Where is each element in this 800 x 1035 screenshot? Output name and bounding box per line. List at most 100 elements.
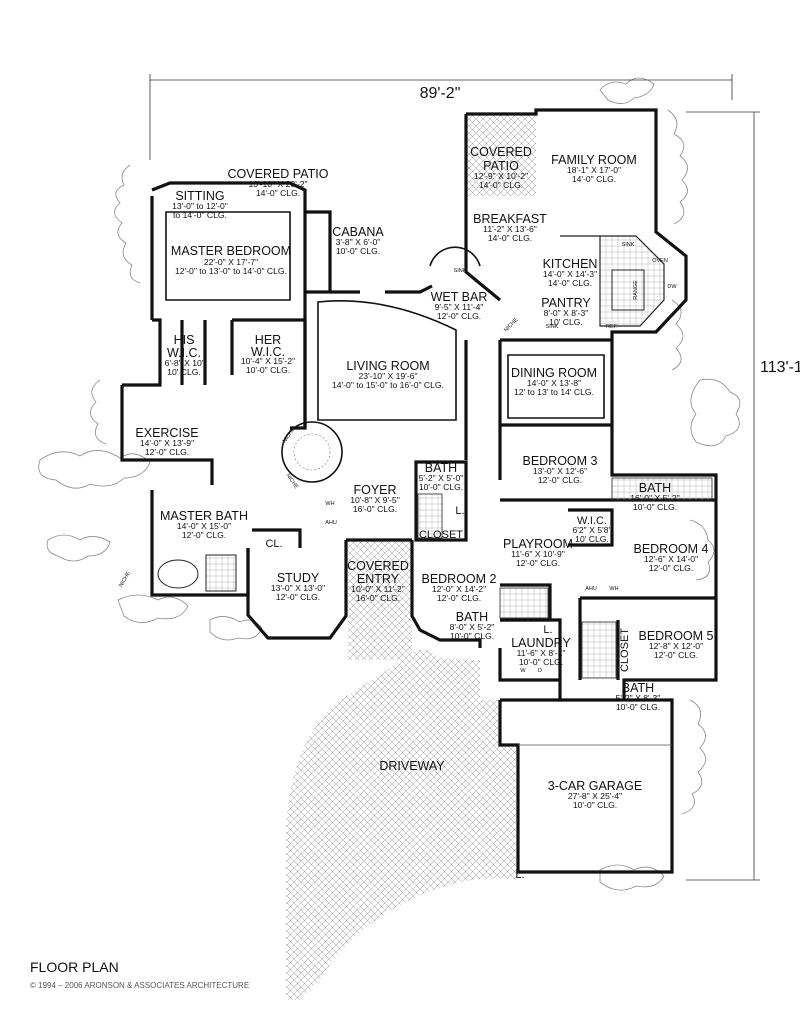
bath-br5-tile — [581, 621, 617, 679]
room-covered-entry: COVERED ENTRY 10'-0" X 11'-2" 16'-0" CLG… — [347, 559, 409, 603]
depth-dimension: 113'-1" — [760, 359, 800, 376]
master-bedroom-ceiling-outline — [165, 211, 291, 301]
wall-living-top — [330, 284, 433, 294]
wall-his-wic — [180, 320, 207, 385]
wall-laundry — [498, 648, 562, 700]
room-ceiling: 10'-0" CLG. — [519, 657, 563, 667]
room-name: BATH — [425, 461, 457, 475]
room-name: LIVING ROOM — [346, 359, 429, 373]
room-size: 13'-0" to 12'-0" — [172, 201, 228, 211]
kitchen-island — [611, 269, 645, 311]
room-ceiling: 12'-0" CLG. — [516, 558, 560, 568]
oven-label: OVEN — [652, 258, 668, 264]
room-ceiling: 14'-0" CLG. — [256, 188, 300, 198]
room-ceiling: 10'-0" CLG. — [419, 482, 463, 492]
bath-foyer-tile — [417, 493, 443, 539]
room-pantry: PANTRY 8'-0" X 8'-3" 10' CLG. — [541, 296, 591, 327]
room-size: 14'-0" X 13'-8" — [527, 378, 581, 388]
room-ceiling: 10' CLG. — [575, 534, 609, 544]
wall-family-kitchen — [466, 108, 688, 345]
exterior-surfaces — [286, 114, 536, 1000]
rotunda-inner — [293, 433, 331, 471]
closet-bedroom5-label: CLOSET — [619, 628, 631, 672]
room-size: 22'-0" X 17'-7" — [204, 257, 258, 267]
room-name-line2: W.I.C. — [251, 345, 285, 359]
room-size: 23'-10" X 19'-6" — [358, 371, 417, 381]
room-covered-patio-family: COVERED PATIO 12'-9" X 10'-2" 14'-0" CLG… — [470, 145, 532, 190]
room-name: COVERED PATIO — [228, 167, 329, 181]
wall-bedroom5-closet — [578, 598, 620, 680]
room-ceiling: 12'-0" CLG. — [538, 475, 582, 485]
room-name: MASTER BEDROOM — [171, 244, 291, 258]
room-size: 10'-0" X 11'-2" — [351, 584, 405, 594]
room-ceiling: 10'-0" CLG. — [246, 365, 290, 375]
room-size: 9'-5" X 11'-4" — [435, 302, 484, 312]
room-size: 16'-0" X 5'-2" — [630, 493, 680, 503]
room-ceiling: 10'-0" CLG. — [450, 631, 494, 641]
room-name-line1: HER — [255, 333, 281, 347]
rotunda — [281, 246, 481, 483]
room-name: W.I.C. — [577, 515, 607, 527]
room-ceiling: 12'-0" CLG. — [276, 592, 320, 602]
sink-kitchen-label: SINK — [622, 242, 635, 248]
room-ceiling: 10'-0" CLG. — [573, 800, 617, 810]
room-name-line1: HIS — [174, 333, 195, 347]
covered-patio-pavers — [466, 114, 536, 196]
wall-garage — [498, 698, 674, 874]
room-ceiling: to 14'-0" CLG. — [173, 210, 227, 220]
room-ceiling: 12'-0" CLG. — [649, 563, 693, 573]
dryer-label: D — [538, 668, 542, 674]
room-size: 10'-4" X 15'-2" — [241, 356, 295, 366]
room-ceiling: 12'-0" to 13'-0" to 14'-0" CLG. — [175, 266, 287, 276]
room-size: 12'-0" X 14'-2" — [432, 584, 486, 594]
room-laundry: LAUNDRY 11'-6" X 8'-1" 10'-0" CLG. — [511, 636, 571, 667]
room-size: 13'-0" X 13'-0" — [271, 583, 325, 593]
room-ceiling: 10'-0" CLG. — [616, 702, 660, 712]
room-size: 11'-6" X 8'-1" — [517, 648, 566, 658]
closet-master-label: CL. — [265, 538, 282, 550]
room-size: 13'-10" X 23'-2" — [248, 179, 307, 189]
rotunda-outer — [281, 421, 343, 483]
room-ceiling: 14'-0" CLG. — [572, 174, 616, 184]
room-his-wic: HIS W.I.C. 6'-8" X 10' 10' CLG. — [165, 333, 204, 377]
room-ceiling: 10' CLG. — [549, 317, 583, 327]
wall-wic-br4 — [568, 508, 614, 547]
room-bath-foyer: BATH 5'-2" X 5'-0" 10'-0" CLG. — [419, 461, 464, 492]
wall-breakfast-west — [464, 114, 502, 302]
room-bedroom-3: BEDROOM 3 13'-0" X 12'-6" 12'-0" CLG. — [522, 454, 597, 485]
room-size: 12'-8" X 12'-0" — [649, 641, 703, 651]
room-bath-br3: BATH 16'-0" X 5'-2" 10'-0" CLG. — [630, 481, 680, 512]
room-ceiling: 14'-0" CLG. — [479, 180, 523, 190]
closet-foyer-label: CLOSET — [419, 529, 463, 541]
room-size: 3'-8" X 6'-0" — [336, 237, 381, 247]
dimension-lines — [149, 74, 760, 881]
room-ceiling: 12'-0" CLG. — [437, 311, 481, 321]
room-name: PANTRY — [541, 296, 591, 310]
room-size: 14'-0" X 15'-0" — [177, 521, 231, 531]
room-name: BATH — [456, 610, 488, 624]
foliage-right — [599, 109, 741, 891]
interior-walls — [165, 211, 716, 680]
room-name: BEDROOM 3 — [522, 454, 597, 468]
range-label: RANGE — [633, 280, 639, 300]
room-name: STUDY — [277, 571, 320, 585]
room-ceiling: 10'-0" CLG. — [633, 502, 677, 512]
room-breakfast: BREAKFAST 11'-2" X 13'-6" 14'-0" CLG. — [473, 212, 547, 243]
room-name: SITTING — [175, 189, 224, 203]
room-name: FOYER — [353, 483, 396, 497]
room-name-line1: COVERED — [347, 559, 409, 573]
room-size: 14'-0" X 13'-9" — [140, 438, 194, 448]
niche-label-wetbar: NICHE — [503, 317, 520, 334]
room-ceiling: 14'-0" CLG. — [488, 233, 532, 243]
room-foyer: FOYER 10'-8" X 9'-5" 16'-0" CLG. — [350, 483, 400, 514]
bath-tiles — [417, 477, 713, 679]
room-name-line2: W.I.C. — [167, 346, 201, 360]
room-study: STUDY 13'-0" X 13'-0" 12'-0" CLG. — [271, 571, 325, 602]
room-size: 12'-9" X 10'-2" — [474, 171, 528, 181]
exterior-walls — [120, 108, 718, 874]
room-exercise: EXERCISE 14'-0" X 13'-9" 12'-0" CLG. — [135, 426, 198, 457]
wall-cabana — [305, 210, 332, 294]
bath-br3-tile — [611, 477, 713, 501]
room-ceiling: 12'-0" CLG. — [654, 650, 698, 660]
